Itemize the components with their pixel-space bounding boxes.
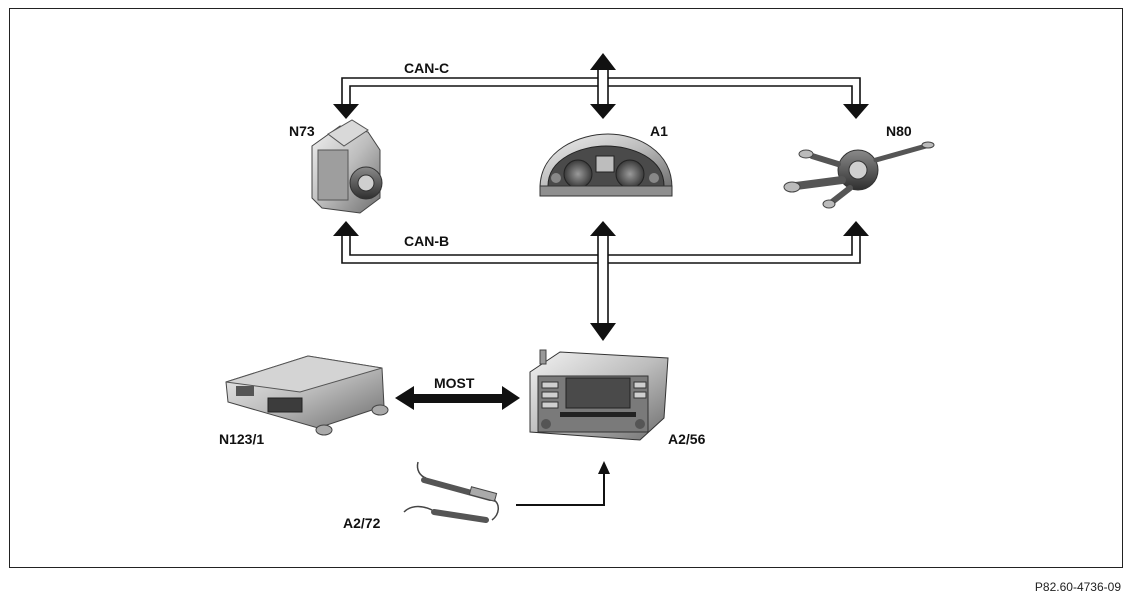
n123-1-control-unit [225, 355, 389, 436]
a2-72-antenna-amplifier [403, 461, 499, 523]
most-label: MOST [434, 375, 475, 391]
n80-label: N80 [886, 123, 912, 139]
can-b-bus [341, 236, 861, 323]
can-c-bus [341, 70, 861, 104]
can-c-label: CAN-C [404, 60, 449, 76]
a2-56-label: A2/56 [668, 431, 706, 447]
can-b-arrowheads [333, 221, 869, 341]
can-c-arrowheads [333, 53, 869, 119]
antenna-link [516, 461, 610, 506]
figure-id: P82.60-4736-09 [1034, 580, 1121, 594]
n73-module [311, 119, 383, 214]
n73-label: N73 [289, 123, 315, 139]
can-b-label: CAN-B [404, 233, 449, 249]
a2-56-head-unit [529, 349, 669, 441]
n123-1-label: N123/1 [219, 431, 264, 447]
diagram-frame [9, 8, 1123, 568]
n80-steering-column-module [783, 141, 935, 209]
a2-72-label: A2/72 [343, 515, 381, 531]
most-link [395, 386, 520, 410]
a1-label: A1 [650, 123, 668, 139]
a1-instrument-cluster [539, 133, 673, 197]
